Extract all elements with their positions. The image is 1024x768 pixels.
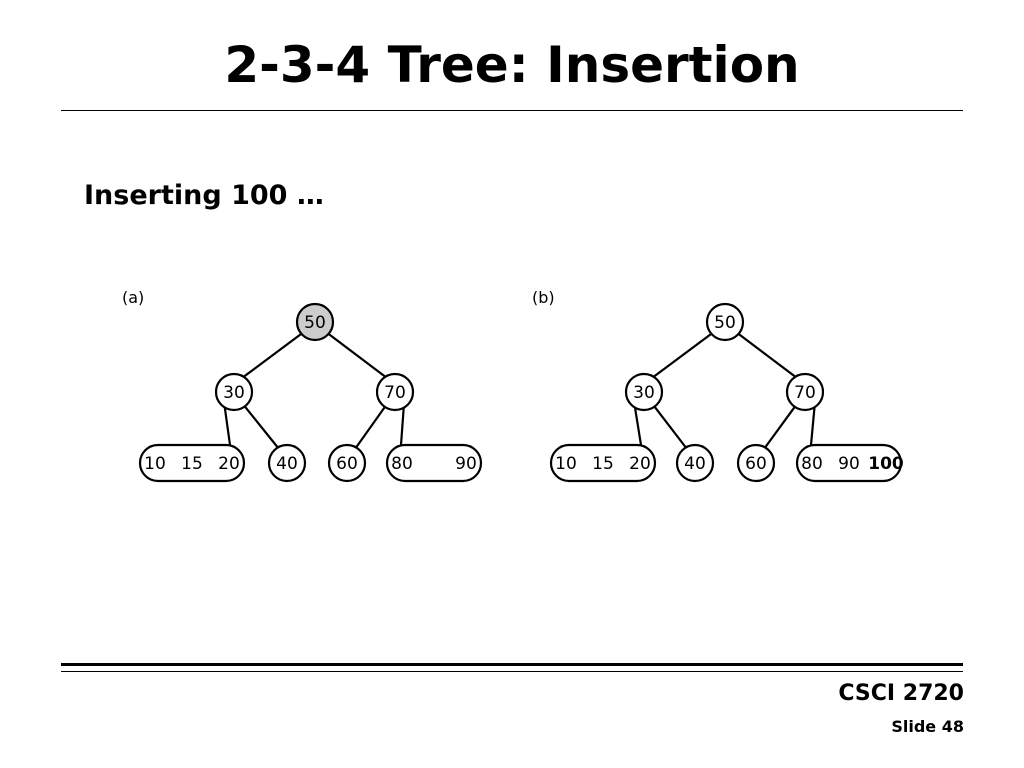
- tree-node-key: 100: [868, 454, 904, 474]
- tree-edge: [354, 406, 386, 450]
- tree-node-root: 50: [295, 302, 335, 342]
- tree-panel-b: (b) 50 30 70 10 15 20 40 60 80 90 100: [532, 288, 904, 483]
- tree-node-key: 50: [714, 313, 736, 333]
- tree-node-shape: [795, 443, 903, 483]
- tree-node-lr: 40: [267, 443, 307, 483]
- tree-edge: [223, 407, 232, 446]
- tree-node-lr: 40: [675, 443, 715, 483]
- tree-node-key: 15: [592, 454, 614, 474]
- tree-node-shape: [785, 372, 825, 412]
- tree-node-key: 40: [684, 454, 706, 474]
- tree-edge: [633, 407, 643, 446]
- tree-node-shape: [736, 443, 776, 483]
- tree-node-rl: 60: [327, 443, 367, 483]
- tree-edge: [399, 407, 405, 446]
- tree-node-shape: [295, 302, 335, 342]
- tree-node-rl: 60: [736, 443, 776, 483]
- tree-edge: [243, 405, 280, 450]
- tree-node-key: 30: [633, 383, 655, 403]
- tree-node-key: 10: [144, 454, 166, 474]
- tree-node-key: 80: [801, 454, 823, 474]
- tree-node-key: 80: [391, 454, 413, 474]
- tree-node-shape: [375, 372, 415, 412]
- tree-node-key: 40: [276, 454, 298, 474]
- tree-node-left: 30: [214, 372, 254, 412]
- tree-diagram-canvas: (a) 50 30 70 10 15 20 40 60 80 90 (b) 50 30 70 10 15 20 40…: [122, 288, 904, 483]
- tree-node-rr: 80 90: [385, 443, 483, 483]
- tree-node-key: 10: [555, 454, 577, 474]
- tree-node-shape: [549, 443, 657, 483]
- tree-edge: [653, 405, 688, 450]
- tree-node-left: 30: [624, 372, 664, 412]
- footer-divider-thin: [61, 671, 963, 672]
- course-label: CSCI 2720: [838, 681, 964, 706]
- tree-edge: [241, 332, 303, 379]
- tree-node-shape: [675, 443, 715, 483]
- tree-node-shape: [214, 372, 254, 412]
- tree-node-shape: [385, 443, 483, 483]
- slide-title: 2-3-4 Tree: Insertion: [224, 36, 800, 94]
- tree-node-key: 60: [745, 454, 767, 474]
- slide-number: Slide 48: [891, 717, 964, 736]
- tree-node-ll: 10 15 20: [549, 443, 657, 483]
- tree-edge: [809, 407, 816, 446]
- tree-node-right: 70: [375, 372, 415, 412]
- tree-edge: [737, 333, 798, 379]
- tree-node-key: 50: [304, 313, 326, 333]
- tree-node-ll: 10 15 20: [138, 443, 246, 483]
- tree-edge: [763, 406, 796, 450]
- tree-node-key: 70: [794, 383, 816, 403]
- tree-node-key: 20: [629, 454, 651, 474]
- tree-node-key: 90: [455, 454, 477, 474]
- tree-node-shape: [624, 372, 664, 412]
- tree-node-key: 60: [336, 454, 358, 474]
- tree-edge: [327, 333, 388, 379]
- tree-node-key: 30: [223, 383, 245, 403]
- tree-node-shape: [267, 443, 307, 483]
- panel-label: (b): [532, 288, 555, 307]
- title-divider: [61, 110, 963, 111]
- tree-node-right: 70: [785, 372, 825, 412]
- tree-node-root: 50: [705, 302, 745, 342]
- tree-panel-a: (a) 50 30 70 10 15 20 40 60 80 90: [122, 288, 483, 483]
- footer-divider-thick: [61, 663, 963, 666]
- tree-node-key: 90: [838, 454, 860, 474]
- tree-node-key: 15: [181, 454, 203, 474]
- tree-node-shape: [327, 443, 367, 483]
- tree-edge: [651, 332, 713, 379]
- tree-node-rr: 80 90 100: [795, 443, 904, 483]
- tree-diagram: (a) 50 30 70 10 15 20 40 60 80 90 (b) 50 30 70 10 15 20 40…: [0, 280, 1024, 500]
- tree-node-shape: [705, 302, 745, 342]
- slide-subtitle: Inserting 100 …: [84, 180, 324, 211]
- panel-label: (a): [122, 288, 144, 307]
- tree-node-key: 70: [384, 383, 406, 403]
- tree-node-key: 20: [218, 454, 240, 474]
- tree-node-shape: [138, 443, 246, 483]
